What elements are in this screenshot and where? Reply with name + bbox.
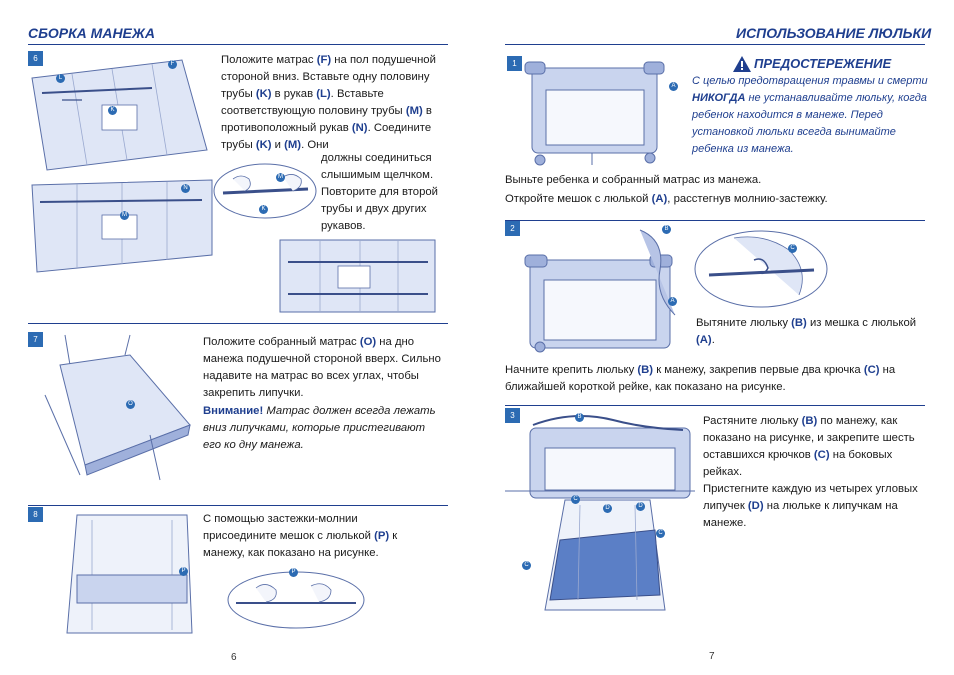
playard-closed-illustration: [524, 61, 665, 166]
bassinet-installed-illustration: [544, 499, 666, 611]
left-page-title: СБОРКА МАНЕЖА: [28, 25, 155, 41]
step-1-paragraph-2: Откройте мешок с люлькой (A), расстегнув…: [505, 193, 828, 205]
step-1-badge: 1: [507, 56, 522, 71]
step-7-warning: Внимание! Матрас должен всегда лежать вн…: [203, 405, 436, 451]
step-8-paragraph: С помощью застежки-молнии присоедините м…: [203, 513, 398, 559]
mattress-illustration-2: [31, 179, 213, 273]
step-8-badge: 8: [28, 507, 43, 522]
step-1-rule: [505, 220, 925, 221]
step-7-paragraph-1: Положите собранный матрас (O) на дно ман…: [203, 336, 441, 399]
label-c-step3-2: C: [656, 529, 665, 538]
step-6-paragraph-2: должны соединиться слышимым щелчком. Пов…: [321, 152, 438, 232]
step-7-rule: [28, 505, 448, 506]
label-p: P: [179, 567, 188, 576]
label-m-detail: M: [276, 173, 285, 182]
mattress-illustration-1: [31, 59, 208, 171]
playard-mattress-illustration: [44, 334, 191, 481]
right-page-number: 7: [709, 651, 715, 662]
step-6-rule: [28, 323, 448, 324]
playard-bag-illustration: [66, 514, 193, 634]
step-6-paragraph-1: Положите матрас (F) на пол подушечной ст…: [221, 54, 436, 151]
label-k-detail: K: [259, 205, 268, 214]
right-page-title: ИСПОЛЬЗОВАНИЕ ЛЮЛЬКИ: [736, 25, 932, 41]
mattress-illustration-3: [279, 239, 436, 313]
warning-triangle-icon: [733, 56, 751, 72]
step-2-paragraph-2: Начните крепить люльку (B) к манежу, зак…: [505, 364, 896, 393]
step-3-badge: 3: [505, 408, 520, 423]
label-a-step1: A: [669, 82, 678, 91]
label-f: F: [168, 60, 177, 69]
step-1-paragraph-1: Выньте ребенка и собранный матрас из ман…: [505, 174, 762, 186]
label-k: K: [108, 106, 117, 115]
label-b-step2: B: [662, 225, 671, 234]
left-title-rule: [28, 44, 448, 45]
left-page-number: 6: [231, 652, 237, 663]
step-2-badge: 2: [505, 221, 520, 236]
label-d-step3-2: D: [636, 502, 645, 511]
tube-connection-illustration: [213, 163, 317, 219]
label-m: M: [120, 211, 129, 220]
label-c-step2: C: [788, 244, 797, 253]
right-title-rule: [505, 44, 925, 45]
step-6-badge: 6: [28, 51, 43, 66]
zipper-detail-illustration: [227, 571, 365, 629]
step-3-paragraph-2: Пристегните каждую из четырех угловых ли…: [703, 483, 918, 529]
label-d-step3-1: D: [603, 504, 612, 513]
bassinet-pull-illustration: [524, 229, 676, 353]
label-b-step3: B: [575, 413, 584, 422]
label-o: O: [126, 400, 135, 409]
warning-text: С целью предотвращения травмы и смерти Н…: [692, 75, 928, 155]
label-c-step3-1: C: [571, 495, 580, 504]
step-2-paragraph-1: Вытяните люльку (B) из мешка с люлькой (…: [696, 317, 917, 346]
label-p-detail: P: [289, 568, 298, 577]
step-3-paragraph-1: Растяните люльку (B) по манежу, как пока…: [703, 415, 915, 478]
step-7-badge: 7: [28, 332, 43, 347]
bassinet-stretch-illustration: [505, 415, 695, 499]
label-a-step2: A: [668, 297, 677, 306]
label-n: N: [181, 184, 190, 193]
label-c-step3-3: C: [522, 561, 531, 570]
step-2-rule: [505, 405, 925, 406]
hook-detail-illustration: [694, 230, 828, 308]
label-l: L: [56, 74, 65, 83]
